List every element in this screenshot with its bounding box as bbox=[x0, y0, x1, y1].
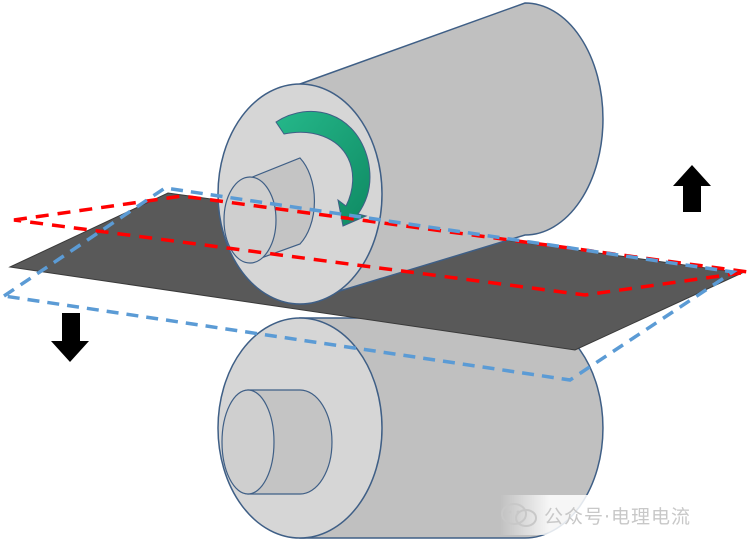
red-dashed-outline bbox=[13, 194, 749, 297]
rotation-arrow-icon bbox=[275, 110, 371, 227]
watermark: 公众号·电理电流 bbox=[500, 495, 745, 535]
arrow-up-icon bbox=[673, 165, 711, 212]
watermark-text: 公众号·电理电流 bbox=[544, 505, 692, 528]
arrow-down-icon bbox=[51, 313, 89, 362]
upper-roller bbox=[217, 2, 604, 305]
lower-roller-shaft-end bbox=[221, 389, 275, 495]
blue-dashed-outline bbox=[0, 186, 738, 382]
wechat-icon bbox=[501, 503, 537, 527]
